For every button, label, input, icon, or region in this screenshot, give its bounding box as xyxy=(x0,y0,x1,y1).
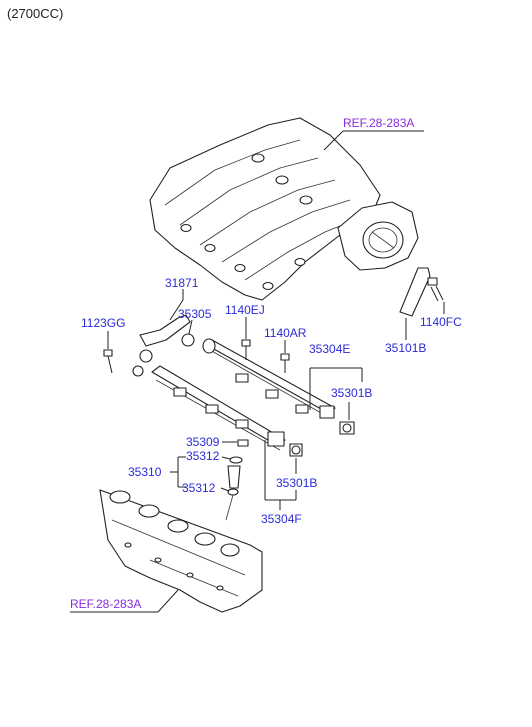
part-label-35312-lower[interactable]: 35312 xyxy=(182,481,216,495)
leader-lines xyxy=(70,130,445,613)
engine-label: (2700CC) xyxy=(7,6,64,21)
part-label-35312-upper[interactable]: 35312 xyxy=(186,449,220,463)
clip-35309 xyxy=(237,439,249,447)
part-label-35101b[interactable]: 35101B xyxy=(385,341,427,355)
bolt-1140fc xyxy=(427,277,444,302)
upper-intake-manifold xyxy=(149,117,381,301)
injector-35310 xyxy=(225,439,249,521)
oring-35305 xyxy=(181,333,195,347)
throttle-body xyxy=(337,201,419,271)
fuel-rail-35304e xyxy=(202,338,336,419)
bolt-1140ar xyxy=(280,353,290,373)
part-label-1140ej[interactable]: 1140EJ xyxy=(225,303,265,317)
bolt-1123gg xyxy=(103,349,113,374)
bolt-1140ej xyxy=(241,339,251,360)
part-label-35301b-upper[interactable]: 35301B xyxy=(331,386,373,400)
part-label-1140ar[interactable]: 1140AR xyxy=(264,326,307,340)
lower-intake-manifold xyxy=(99,489,263,613)
part-label-1140fc[interactable]: 1140FC xyxy=(420,315,462,329)
part-label-35301b-lower[interactable]: 35301B xyxy=(276,476,318,490)
part-label-31871[interactable]: 31871 xyxy=(165,276,199,290)
part-label-1123gg[interactable]: 1123GG xyxy=(81,316,126,330)
part-label-35305[interactable]: 35305 xyxy=(178,307,212,321)
ref-lower-label[interactable]: REF.28-283A xyxy=(70,597,142,611)
part-label-35304f[interactable]: 35304F xyxy=(261,512,302,526)
fuel-pipe-31871 xyxy=(139,314,191,347)
part-label-35310[interactable]: 35310 xyxy=(128,465,162,479)
plug-35301b-lower xyxy=(289,443,303,457)
ref-upper-label[interactable]: REF.28-283A xyxy=(343,116,415,130)
part-label-35304e[interactable]: 35304E xyxy=(309,342,351,356)
fuel-rail-35304f xyxy=(151,365,286,451)
part-label-35309[interactable]: 35309 xyxy=(186,435,220,449)
gasket-35101b xyxy=(399,267,431,317)
plug-35301b-upper xyxy=(339,421,355,435)
